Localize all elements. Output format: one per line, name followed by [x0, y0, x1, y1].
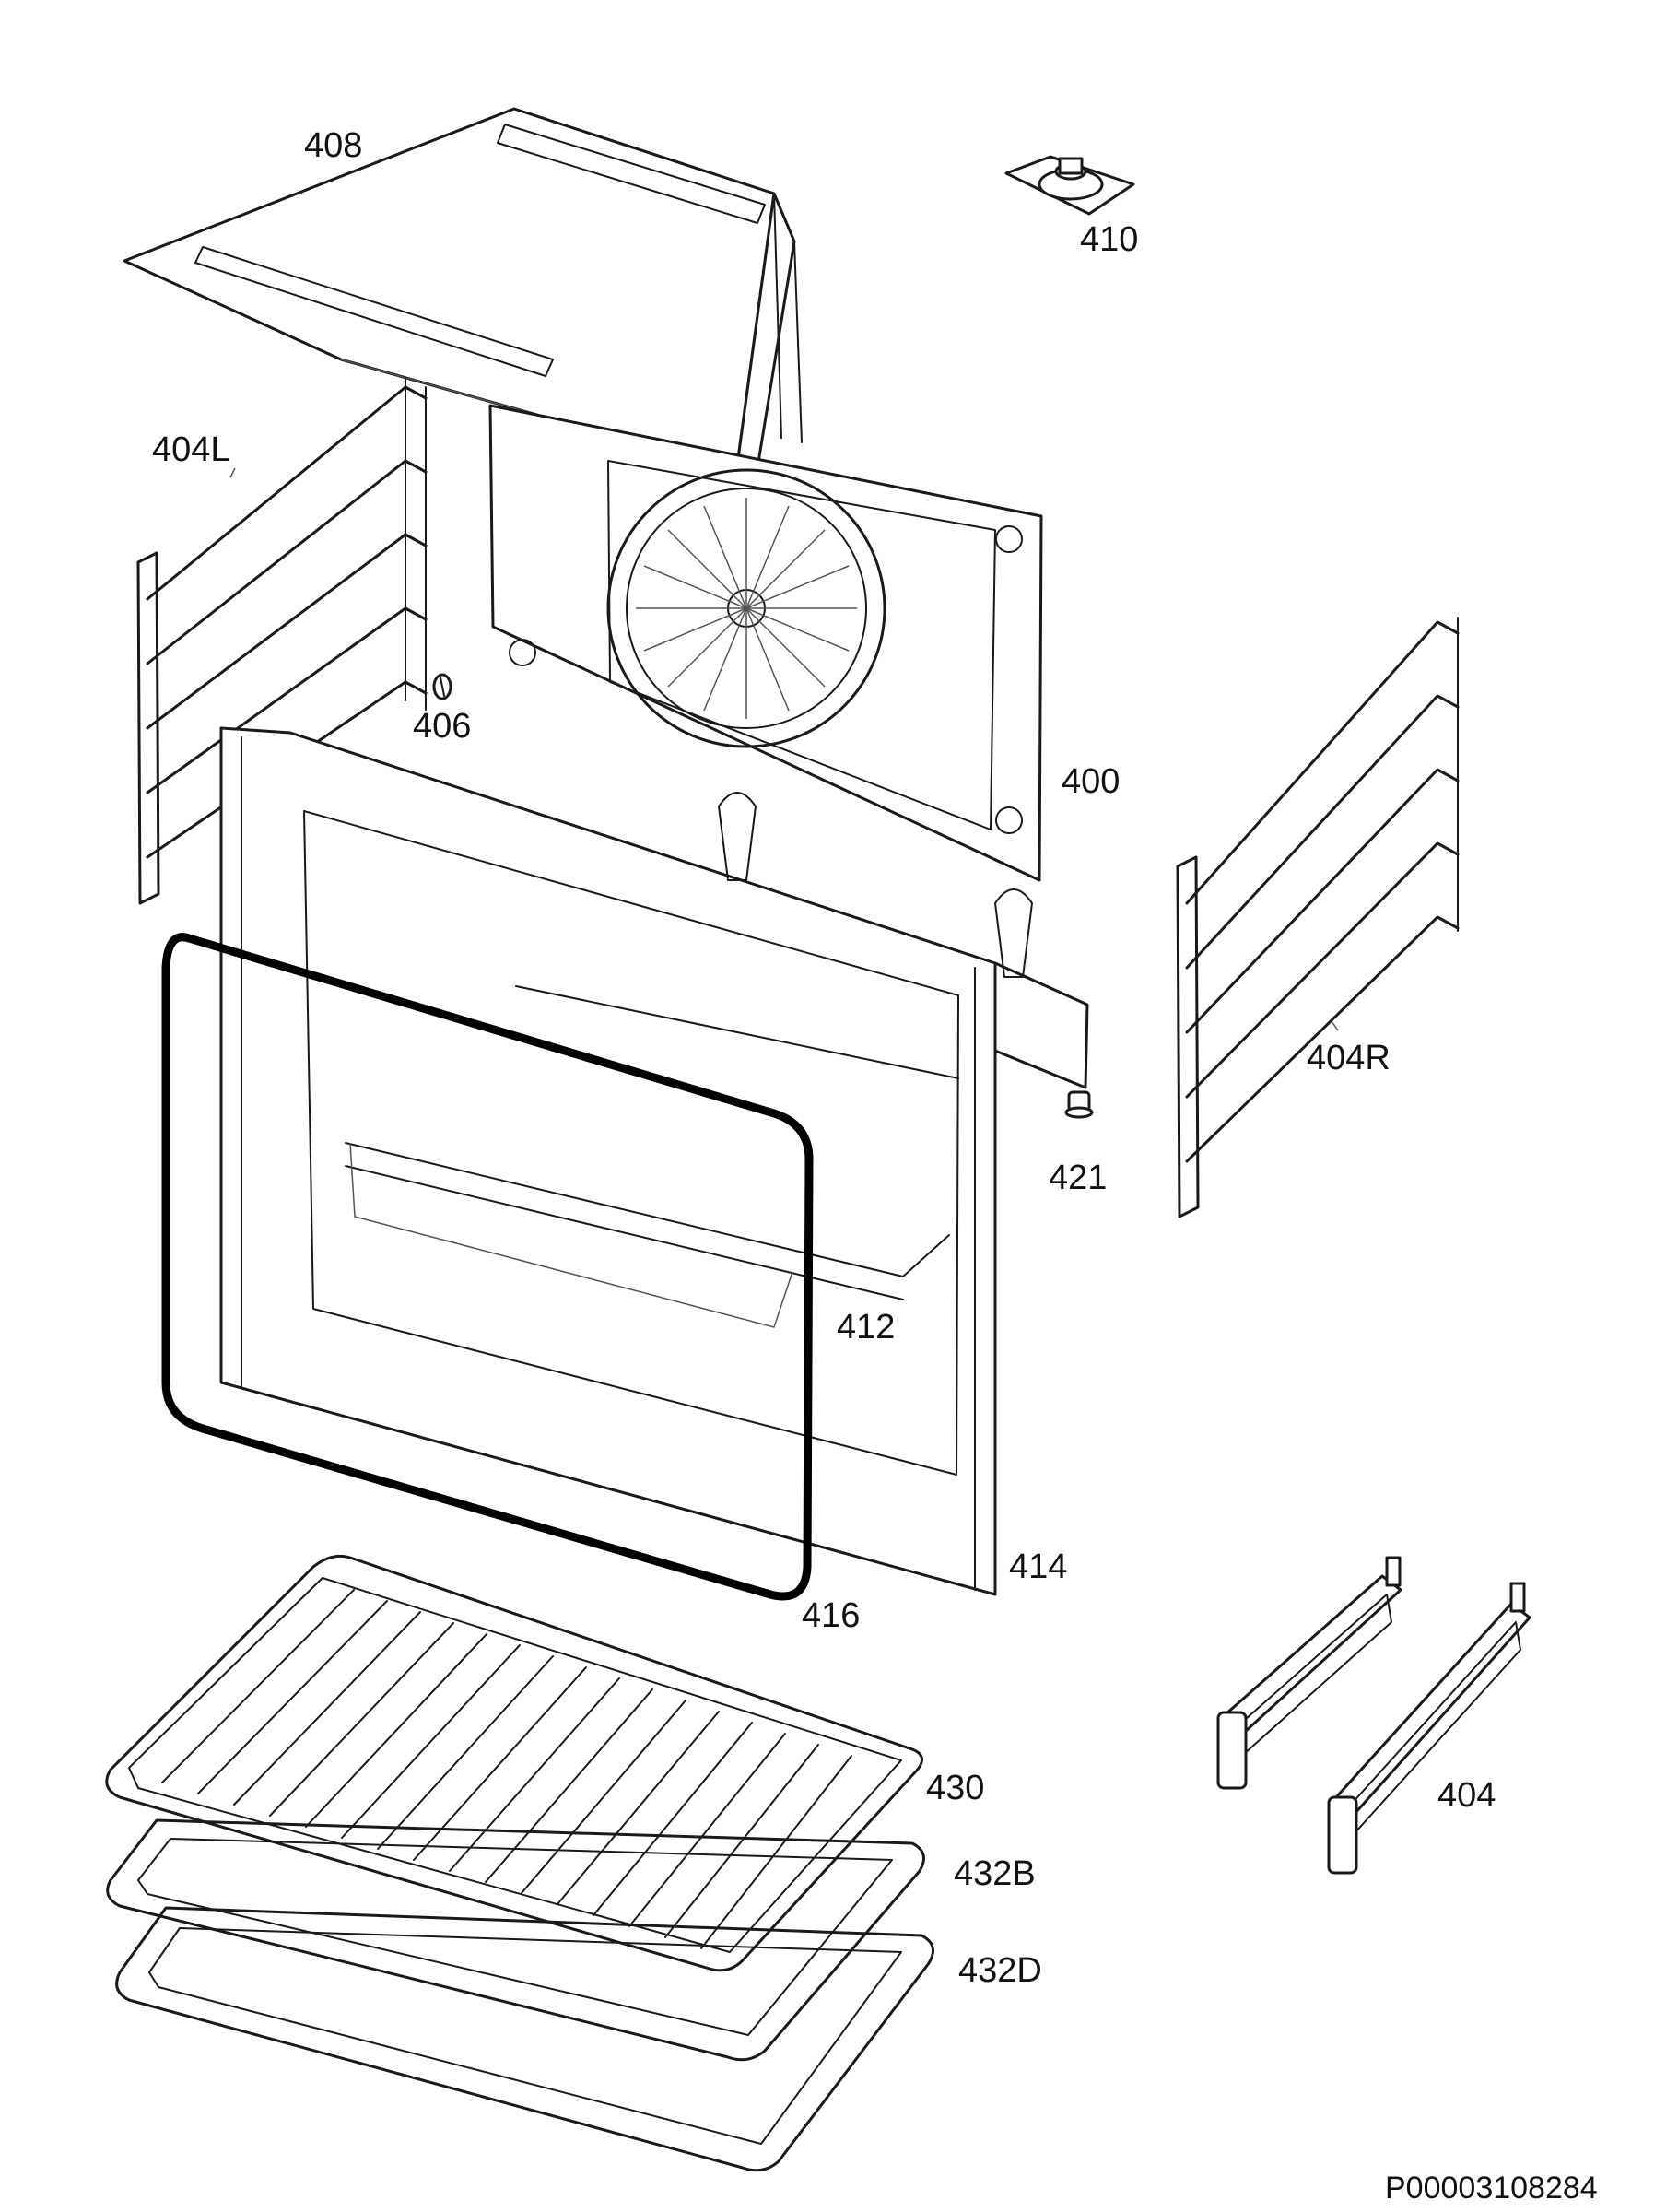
part-404-telescopic-runners	[1216, 1556, 1531, 1875]
label-404: 404	[1437, 1776, 1496, 1815]
part-408-top-cover	[123, 107, 803, 481]
label-432b: 432B	[954, 1854, 1036, 1893]
label-432d: 432D	[958, 1951, 1042, 1990]
label-404r: 404R	[1307, 1039, 1391, 1077]
part-410-fan-motor	[1004, 155, 1135, 216]
label-410: 410	[1080, 220, 1138, 259]
part-400-back-panel	[488, 404, 1043, 882]
label-414: 414	[1009, 1547, 1067, 1586]
part-421-lamp	[1064, 1090, 1094, 1119]
part-432b-baking-tray	[106, 1818, 925, 2062]
part-432d-deep-tray	[115, 1906, 934, 2172]
label-406: 406	[413, 707, 471, 746]
label-408: 408	[304, 126, 362, 165]
label-416: 416	[802, 1596, 860, 1635]
label-430: 430	[926, 1769, 984, 1807]
document-number: P00003108284	[1385, 2171, 1598, 2206]
label-404l: 404L	[152, 430, 230, 469]
label-412: 412	[837, 1308, 895, 1347]
part-430-wire-shelf	[105, 1554, 923, 1972]
part-416-door-seal	[161, 933, 814, 1601]
part-414-front-frame	[219, 726, 1089, 1596]
part-406-clip	[432, 673, 452, 700]
label-421: 421	[1049, 1159, 1107, 1197]
part-412-inner-panel	[349, 1142, 793, 1328]
part-labels: 408 410 404L 406 400 404R 421 412 414 41…	[152, 126, 1496, 1990]
label-400: 400	[1062, 762, 1120, 801]
part-404l-left-rack	[136, 377, 428, 905]
part-404r-right-rack	[1176, 617, 1460, 1218]
leader-lines	[229, 467, 1339, 1031]
